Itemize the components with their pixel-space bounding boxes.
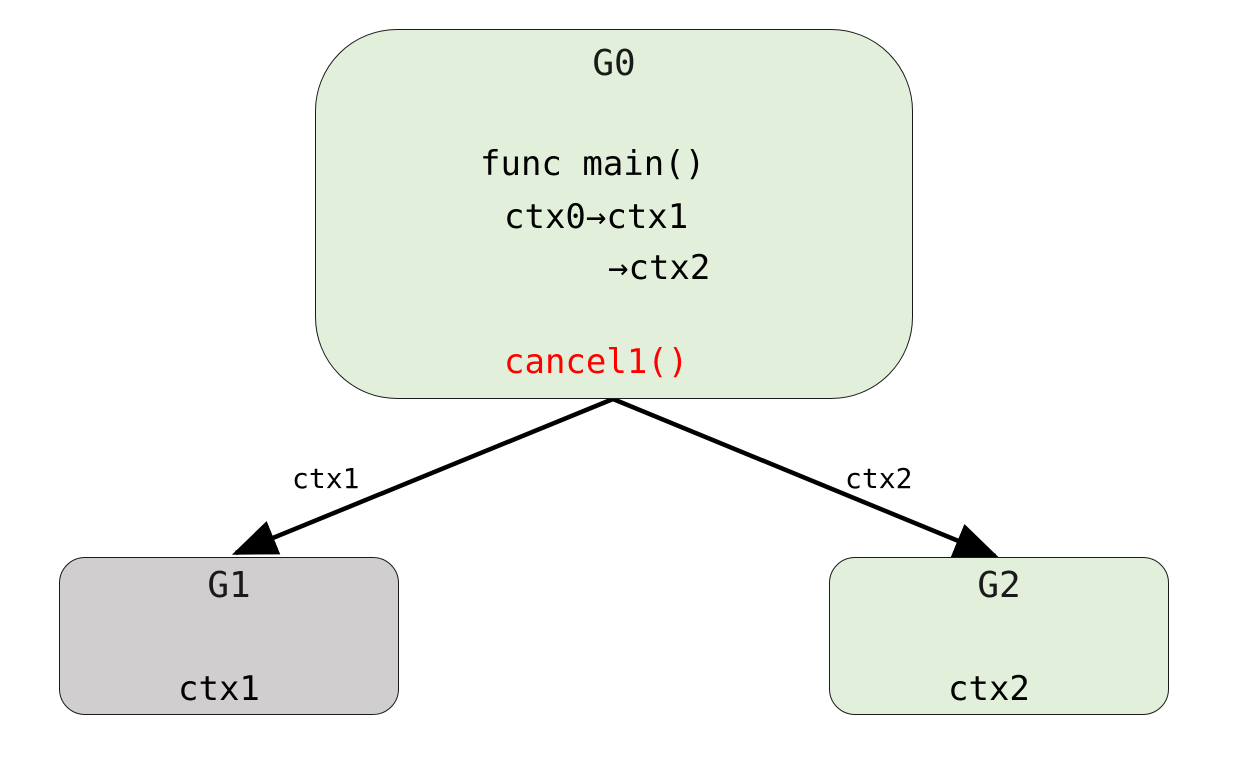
goroutine-g0-box: G0 func main() ctx0→ctx1 →ctx2 cancel1(): [315, 29, 913, 399]
g0-func-main: func main(): [480, 144, 706, 184]
g0-cancel1-call: cancel1(): [504, 342, 689, 382]
g2-title: G2: [977, 565, 1021, 606]
edge-label-ctx1: ctx1: [292, 462, 360, 495]
edge-label-ctx2: ctx2: [845, 462, 913, 495]
goroutine-g1-box: G1 ctx1: [59, 557, 399, 715]
goroutine-g2-box: G2 ctx2: [829, 557, 1169, 715]
edge-g0-g2-arrow: [612, 396, 1000, 559]
edge-g0-g1-arrow: [231, 396, 614, 556]
g1-ctx: ctx1: [178, 669, 260, 709]
g0-ctx0-to-ctx1: ctx0→ctx1: [504, 197, 689, 237]
g2-ctx: ctx2: [948, 669, 1030, 709]
g0-to-ctx2: →ctx2: [608, 248, 711, 288]
g0-title: G0: [592, 43, 636, 84]
g1-title: G1: [207, 565, 251, 606]
